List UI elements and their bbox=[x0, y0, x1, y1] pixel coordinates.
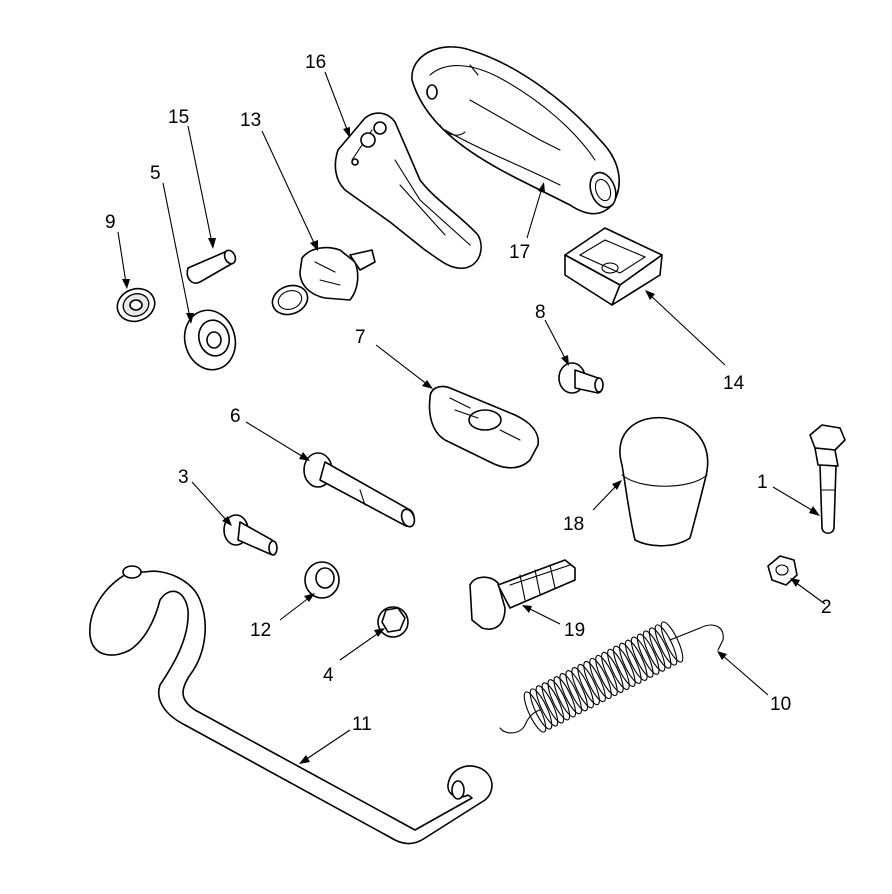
callout-2: 2 bbox=[821, 597, 832, 618]
part-1-hex-bolt bbox=[809, 424, 846, 535]
callout-15: 15 bbox=[168, 107, 189, 128]
callout-18: 18 bbox=[563, 514, 584, 535]
part-5-flange-washer bbox=[183, 309, 237, 371]
spring-coil bbox=[547, 679, 571, 721]
callout-17: 17 bbox=[509, 242, 530, 263]
spring-coil bbox=[529, 688, 553, 730]
spring-coil bbox=[553, 676, 577, 718]
callout-3: 3 bbox=[178, 467, 189, 488]
spring-coil bbox=[630, 636, 654, 678]
spring-coil bbox=[612, 645, 636, 687]
spring-coil bbox=[660, 621, 684, 663]
callout-8: 8 bbox=[535, 302, 546, 323]
callout-9: 9 bbox=[105, 212, 116, 233]
callout-12: 12 bbox=[250, 620, 271, 641]
spring-coil bbox=[648, 627, 672, 669]
part-11-rod bbox=[89, 565, 493, 845]
spring-coil bbox=[523, 691, 547, 733]
spring-coil bbox=[618, 642, 642, 684]
part-9-serrated-nut bbox=[116, 287, 156, 323]
spring-coil bbox=[636, 633, 660, 675]
callout-5: 5 bbox=[150, 163, 161, 184]
spring-coil bbox=[642, 630, 666, 672]
spring-coil bbox=[624, 639, 648, 681]
part-19-grip-clip bbox=[469, 559, 576, 630]
part-4-flange-nut bbox=[377, 606, 409, 638]
callout-10: 10 bbox=[770, 694, 791, 715]
spring-coil bbox=[607, 648, 630, 691]
part-2-lock-nut bbox=[767, 555, 798, 586]
callout-16: 16 bbox=[305, 52, 326, 73]
spring-coil bbox=[565, 670, 589, 712]
callout-19: 19 bbox=[564, 620, 585, 641]
callout-14: 14 bbox=[723, 373, 745, 394]
part-13-lock-cylinder bbox=[271, 246, 376, 316]
part-12-bushing bbox=[304, 561, 340, 599]
spring-coil bbox=[595, 654, 618, 697]
part-10-spring bbox=[499, 621, 724, 734]
part-15-pin bbox=[186, 249, 237, 284]
callout-13: 13 bbox=[240, 110, 261, 131]
part-8-flanged-bolt bbox=[558, 362, 604, 394]
spring-coil bbox=[654, 624, 678, 666]
part-16-latch-lever bbox=[334, 112, 482, 270]
callout-1: 1 bbox=[757, 472, 768, 493]
spring-coil bbox=[583, 660, 606, 703]
spring-coil bbox=[589, 657, 612, 700]
spring-coil bbox=[559, 673, 583, 715]
callout-labels: 1 2 3 4 5 6 7 8 9 10 11 12 13 14 15 16 1… bbox=[105, 52, 832, 735]
part-18-knob bbox=[619, 416, 709, 547]
callout-6: 6 bbox=[230, 406, 241, 427]
spring-coil bbox=[601, 651, 624, 694]
spring-coil bbox=[535, 685, 559, 727]
part-14-square-boot bbox=[564, 227, 663, 306]
spring-coil bbox=[577, 663, 600, 706]
callout-4: 4 bbox=[323, 665, 334, 686]
callout-7: 7 bbox=[355, 327, 366, 348]
leader-lines bbox=[117, 71, 826, 764]
part-17-handle-housing bbox=[411, 46, 620, 215]
spring-coil bbox=[571, 667, 595, 709]
part-3-shoulder-bolt bbox=[223, 514, 278, 556]
part-7-latch-block bbox=[428, 385, 540, 469]
callout-11: 11 bbox=[352, 714, 372, 735]
spring-coil bbox=[541, 682, 565, 724]
part-6-long-bolt bbox=[303, 452, 416, 528]
